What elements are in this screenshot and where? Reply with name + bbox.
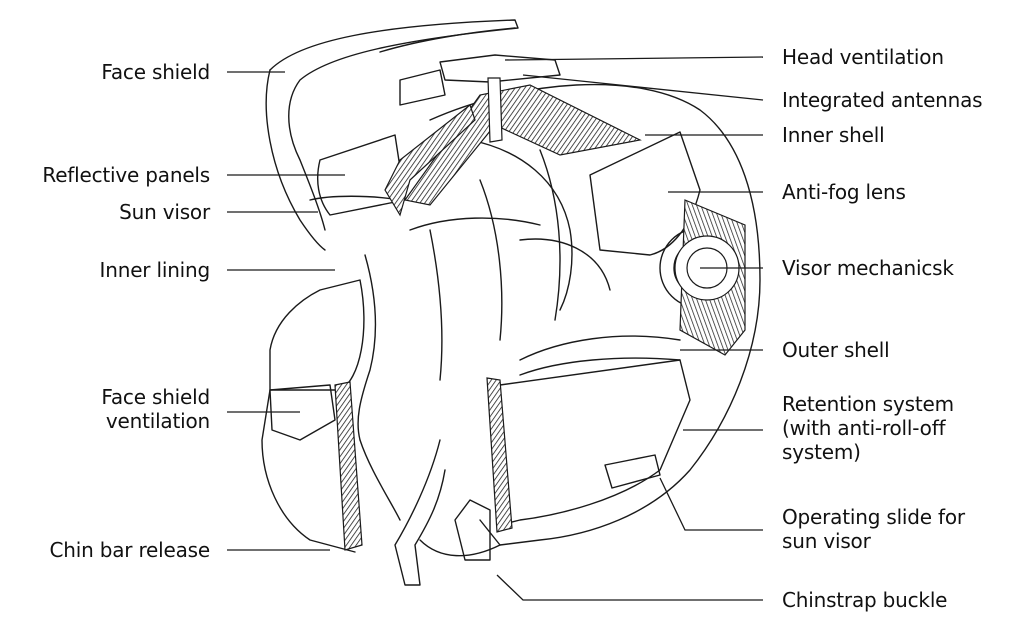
label-retention-system-line3: system)	[782, 440, 861, 464]
face-vent-shape	[269, 384, 336, 441]
operating-slide-shape	[604, 454, 661, 489]
label-face-shield-ventilation: Face shield ventilation	[40, 385, 210, 433]
chinstrap-shape	[394, 439, 446, 586]
label-chinstrap-buckle: Chinstrap buckle	[782, 588, 948, 612]
chin-bar-left	[269, 279, 365, 391]
label-integrated-antennas: Integrated antennas	[782, 88, 983, 112]
label-outer-shell: Outer shell	[782, 338, 890, 362]
label-retention-system-line2: (with anti-roll-off	[782, 416, 946, 440]
label-inner-lining: Inner lining	[99, 258, 211, 282]
label-visor-mechanics: Visor mechanicsk	[782, 256, 954, 280]
chin-bar-hatch-left	[334, 381, 363, 551]
label-sun-visor: Sun visor	[119, 200, 210, 224]
label-retention-system: Retention system (with anti-roll-off sys…	[782, 392, 1017, 464]
label-chin-bar-release: Chin bar release	[49, 538, 211, 562]
head-vent-shape	[439, 54, 561, 83]
label-operating-slide: Operating slide for sun visor	[782, 505, 1017, 553]
chin-bar-hatch-right	[486, 377, 513, 533]
outer-shell-shape	[429, 83, 761, 546]
label-reflective-panels: Reflective panels	[42, 163, 210, 187]
label-operating-slide-line2: sun visor	[782, 529, 871, 553]
anti-fog-lens-shape	[589, 131, 701, 256]
face-shield-shape	[269, 19, 519, 231]
label-retention-system-line1: Retention system	[782, 392, 954, 416]
label-face-shield: Face shield	[101, 60, 210, 84]
label-head-ventilation: Head ventilation	[782, 45, 944, 69]
label-anti-fog-lens: Anti-fog lens	[782, 180, 906, 204]
label-face-shield-ventilation-line1: Face shield	[101, 385, 210, 409]
label-inner-shell: Inner shell	[782, 123, 885, 147]
label-face-shield-ventilation-line2: ventilation	[105, 409, 210, 433]
label-operating-slide-line1: Operating slide for	[782, 505, 965, 529]
